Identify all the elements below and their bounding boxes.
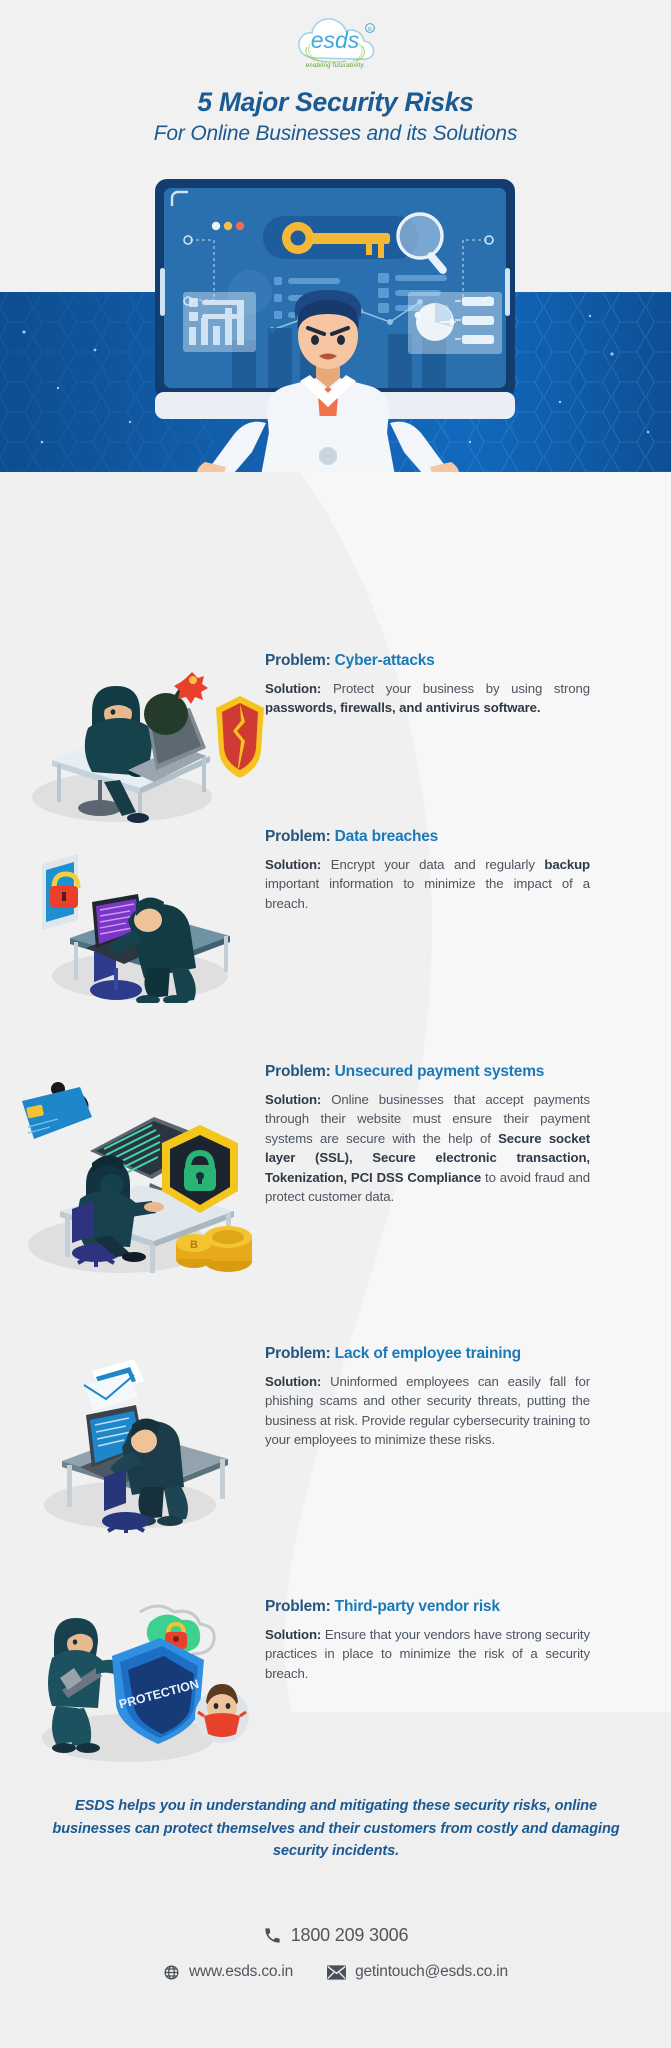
risk-4-text: Problem: Lack of employee training Solut… [265, 1345, 590, 1450]
envelope-icon [327, 1964, 347, 1980]
footer-website[interactable]: www.esds.co.in [163, 1963, 293, 1981]
risk-4-solution: Solution: Uninformed employees can easil… [265, 1373, 590, 1448]
email-address: getintouch@esds.co.in [355, 1963, 508, 1980]
risk-5-illustration: PROTECTION [0, 1598, 265, 1778]
risk-1-solution: Solution: Protect your business by using… [265, 680, 590, 716]
risk-5-text: Problem: Third-party vendor risk Solutio… [265, 1598, 590, 1683]
globe-icon [163, 1964, 180, 1981]
footer-email[interactable]: getintouch@esds.co.in [327, 1963, 508, 1981]
brand-logo: esds R enabling futurability. [0, 14, 671, 80]
risk-3-heading: Problem: Unsecured payment systems [265, 1063, 545, 1080]
risk-1-text: Problem: Cyber-attacks Solution: Protect… [265, 652, 590, 718]
risk-3-text: Problem: Unsecured payment systems Solut… [265, 1063, 590, 1207]
risk-block-1: Problem: Cyber-attacks Solution: Protect… [0, 652, 671, 832]
key-icon [282, 222, 390, 258]
page-subtitle: For Online Businesses and its Solutions [153, 122, 518, 145]
risk-3-illustration: B [0, 1063, 265, 1288]
phone-icon [263, 1926, 282, 1945]
risk-2-solution: Solution: Encrypt your data and regularl… [265, 856, 590, 911]
risk-1-heading: Problem: Cyber-attacks [265, 652, 435, 669]
risk-block-3: B Problem: Unsecured payment systems Sol… [0, 1063, 671, 1288]
risk-2-illustration [0, 828, 265, 1008]
logo-tagline: enabling futurability. [305, 63, 366, 69]
closing-statement: ESDS helps you in understanding and miti… [52, 1798, 620, 1860]
risk-1-illustration [0, 652, 265, 832]
risk-4-illustration [0, 1345, 265, 1540]
page-title: 5 Major Security Risks [197, 87, 474, 117]
risk-2-text: Problem: Data breaches Solution: Encrypt… [265, 828, 590, 913]
risk-block-5: PROTECTION Problem: Third-party vendor r… [0, 1598, 671, 1778]
website-url: www.esds.co.in [189, 1963, 294, 1980]
risk-4-heading: Problem: Lack of employee training [265, 1345, 521, 1362]
svg-text:R: R [368, 27, 372, 33]
cloud-logo-icon: esds R [290, 14, 382, 66]
footer-phone[interactable]: 1800 209 3006 [263, 1925, 409, 1946]
svg-text:esds: esds [310, 27, 359, 53]
sparkle-dots [22, 314, 650, 444]
risk-5-heading: Problem: Third-party vendor risk [265, 1598, 500, 1615]
risk-block-4: Problem: Lack of employee training Solut… [0, 1345, 671, 1540]
risk-2-heading: Problem: Data breaches [265, 828, 439, 845]
coin-stack: B [176, 1226, 252, 1272]
hero-banner [0, 292, 671, 472]
risk-5-solution: Solution: Ensure that your vendors have … [265, 1626, 590, 1681]
phone-number: 1800 209 3006 [290, 1925, 409, 1945]
footer: 1800 209 3006 www.esds.co.in [0, 1925, 671, 1981]
risk-block-2: Problem: Data breaches Solution: Encrypt… [0, 828, 671, 1008]
magnifier-icon [396, 212, 447, 274]
svg-text:B: B [190, 1239, 198, 1251]
risk-3-solution: Solution: Online businesses that accept … [265, 1091, 591, 1205]
